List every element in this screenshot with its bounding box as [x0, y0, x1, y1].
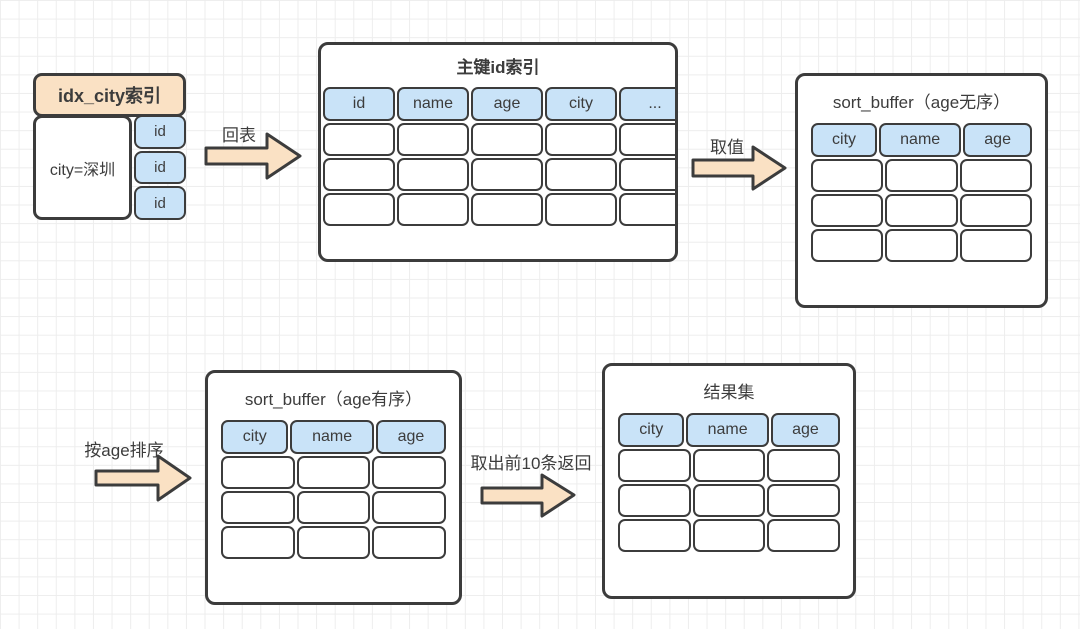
return-top10-arrow [480, 473, 576, 518]
column-header: name [290, 420, 374, 454]
column-header: city [618, 413, 685, 447]
id-cell: id [134, 115, 186, 149]
table-row [618, 519, 841, 552]
column-header: age [375, 420, 446, 454]
table-row [618, 484, 841, 517]
empty-cell [296, 456, 371, 489]
table-row [811, 194, 1032, 227]
empty-cell [471, 158, 543, 191]
result-set-title: 结果集 [703, 383, 755, 402]
empty-cell [296, 526, 371, 559]
empty-cell [221, 456, 295, 489]
empty-cell [221, 526, 295, 559]
primary-key-index-table: 主键id索引 id name age city ... [318, 42, 678, 262]
header-row: city name age [811, 123, 1033, 157]
idx-city-index-title: idx_city索引 [33, 73, 186, 117]
empty-cell [692, 484, 766, 517]
empty-cell [471, 193, 543, 226]
empty-cell [372, 526, 447, 559]
empty-cell [372, 491, 447, 524]
column-header: name [397, 87, 469, 121]
empty-cell [885, 229, 958, 262]
empty-cell [767, 519, 841, 552]
empty-cell [618, 519, 691, 552]
table-row [323, 123, 675, 156]
column-header: city [221, 420, 289, 454]
fetch-values-arrow [691, 145, 787, 191]
empty-cell [545, 123, 617, 156]
id-cell: id [134, 186, 186, 221]
empty-cell [767, 449, 841, 482]
primary-key-index-grid: id name age city ... [323, 87, 675, 226]
header-row: id name age city ... [323, 87, 675, 121]
column-header: city [811, 123, 878, 157]
back-to-table-arrow [204, 132, 302, 180]
primary-key-index-title: 主键id索引 [456, 58, 540, 77]
empty-cell [811, 229, 884, 262]
sort-buffer-sorted-table: sort_buffer（age有序） city name age [205, 370, 462, 605]
table-row [811, 229, 1032, 262]
column-header: age [471, 87, 543, 121]
table-row [618, 449, 841, 482]
empty-cell [323, 123, 395, 156]
empty-cell [323, 193, 395, 226]
table-row [323, 193, 675, 226]
idx-city-index-body: city=深圳 id id id [33, 115, 186, 221]
id-cell: id [134, 150, 186, 185]
idx-city-index-box: idx_city索引 city=深圳 id id id [33, 73, 186, 221]
empty-cell [323, 158, 395, 191]
empty-cell [767, 484, 841, 517]
condition-cell: city=深圳 [33, 115, 132, 220]
empty-cell [885, 159, 958, 192]
sort-buffer-unsorted-title: sort_buffer（age无序） [832, 93, 1011, 112]
empty-cell [811, 194, 884, 227]
empty-cell [397, 193, 469, 226]
return-top10-arrow-label: 取出前10条返回 [470, 454, 592, 473]
empty-cell [885, 194, 958, 227]
empty-cell [471, 123, 543, 156]
back-to-table-arrow-label: 回表 [222, 126, 256, 145]
empty-cell [619, 158, 675, 191]
id-column: id id id [134, 115, 186, 221]
empty-cell [221, 491, 295, 524]
empty-cell [618, 484, 691, 517]
sort-by-age-arrow [94, 454, 192, 502]
empty-cell [811, 159, 884, 192]
column-header: city [545, 87, 617, 121]
empty-cell [397, 158, 469, 191]
empty-cell [372, 456, 447, 489]
empty-cell [545, 158, 617, 191]
column-header: age [963, 123, 1033, 157]
empty-cell [619, 193, 675, 226]
sort-buffer-sorted-title: sort_buffer（age有序） [244, 390, 423, 409]
column-header: id [323, 87, 395, 121]
sort-buffer-unsorted-table: sort_buffer（age无序） city name age [795, 73, 1048, 308]
empty-cell [296, 491, 371, 524]
column-header: age [770, 413, 840, 447]
column-header: name [686, 413, 769, 447]
table-row [811, 159, 1032, 192]
table-row [221, 526, 447, 559]
header-row: city name age [221, 420, 446, 454]
table-row [221, 456, 447, 489]
empty-cell [692, 519, 766, 552]
column-header: name [879, 123, 962, 157]
fetch-values-arrow-label: 取值 [710, 138, 744, 157]
empty-cell [959, 229, 1032, 262]
empty-cell [959, 194, 1032, 227]
table-row [221, 491, 447, 524]
header-row: city name age [618, 413, 840, 447]
empty-cell [959, 159, 1032, 192]
empty-cell [618, 449, 691, 482]
empty-cell [619, 123, 675, 156]
column-header: ... [619, 87, 675, 121]
empty-cell [545, 193, 617, 226]
empty-cell [397, 123, 469, 156]
result-set-table: 结果集 city name age [602, 363, 856, 599]
sort-by-age-arrow-label: 按age排序 [84, 441, 164, 460]
table-row [323, 158, 675, 191]
empty-cell [692, 449, 766, 482]
